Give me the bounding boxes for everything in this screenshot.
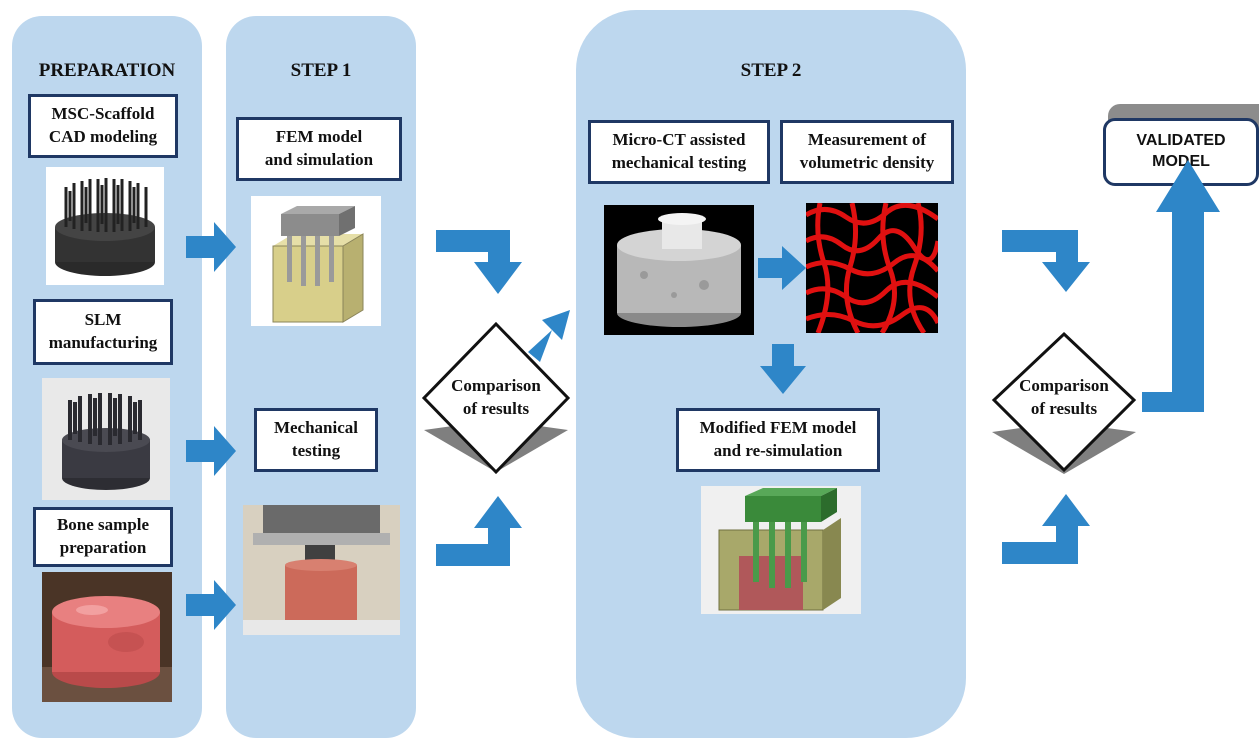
fem-model-image <box>251 196 381 326</box>
cad-modeling-box: MSC-Scaffold CAD modeling <box>28 94 178 158</box>
volumetric-density-box: Measurement of volumetric density <box>780 120 954 184</box>
mechanical-testing-box: Mechanical testing <box>254 408 378 472</box>
slm-scaffold-image <box>42 378 170 500</box>
scaffold-cad-image <box>46 167 164 285</box>
preparation-title: PREPARATION <box>38 60 176 81</box>
microct-image <box>604 205 754 335</box>
comparison-label-1: Comparison of results <box>451 376 541 418</box>
step1-title: STEP 1 <box>290 60 352 81</box>
bone-sample-box: Bone sample preparation <box>33 507 173 567</box>
microct-testing-box: Micro-CT assisted mechanical testing <box>588 120 770 184</box>
modified-fem-image <box>701 486 861 614</box>
arrow-icon <box>436 496 522 566</box>
mechanical-testing-image <box>243 505 400 635</box>
comparison-diamond-2 <box>988 330 1140 478</box>
bone-sample-image <box>42 572 172 702</box>
slm-manufacturing-box: SLM manufacturing <box>33 299 173 365</box>
arrow-icon <box>1142 160 1220 412</box>
arrow-icon <box>436 230 522 294</box>
modified-fem-box: Modified FEM model and re-simulation <box>676 408 880 472</box>
step2-title: STEP 2 <box>740 60 802 81</box>
validated-model-box: VALIDATED MODEL <box>1103 118 1259 186</box>
comparison-label-2: Comparison of results <box>1019 376 1109 418</box>
arrow-icon <box>1002 230 1090 292</box>
fem-model-box: FEM model and simulation <box>236 117 402 181</box>
arrow-icon <box>1002 494 1090 564</box>
volumetric-density-image <box>806 203 938 333</box>
